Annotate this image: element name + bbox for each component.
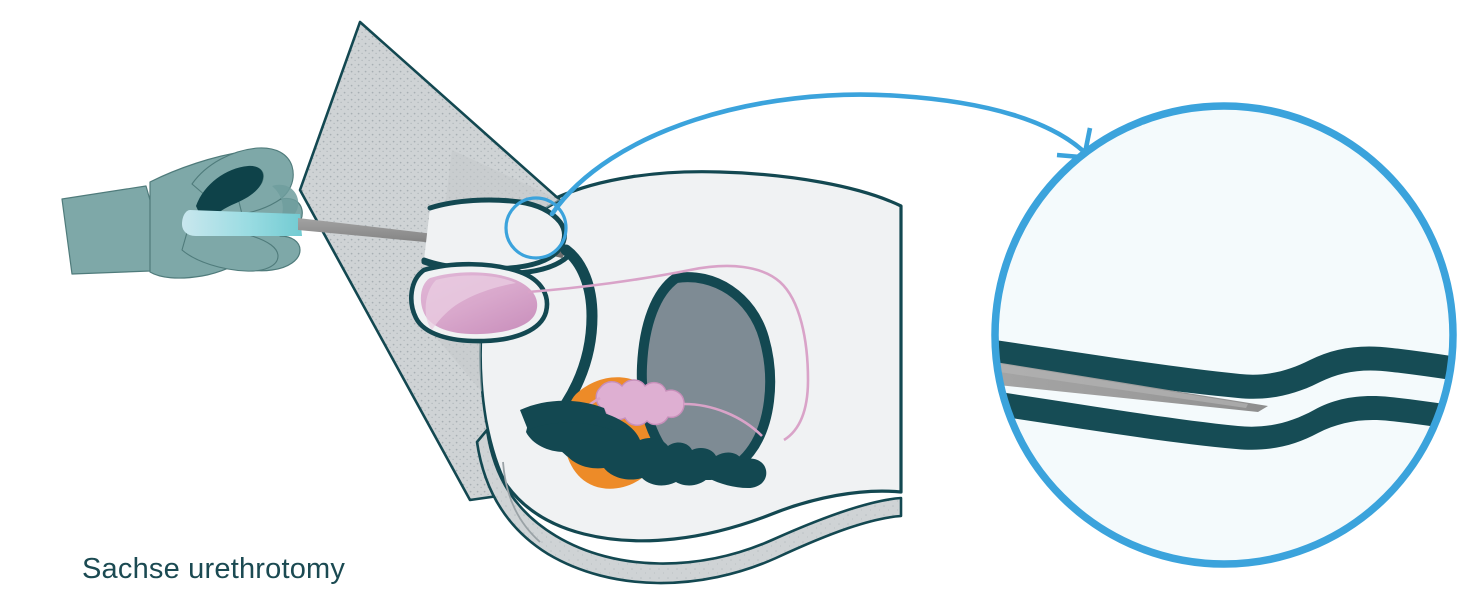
- vas-to-vesicle: [683, 402, 763, 437]
- rectum: [526, 407, 767, 488]
- vas-deferens: [527, 264, 810, 442]
- instrument-handle: [182, 210, 302, 236]
- figure-caption: Sachse urethrotomy: [82, 553, 345, 585]
- inset-content: [995, 335, 1453, 450]
- inset-border: [991, 102, 1457, 568]
- inset-urethra-lower-wall: [995, 386, 1453, 450]
- inset-blade-highlight: [995, 356, 1248, 408]
- rectum-upper: [520, 400, 612, 430]
- arrow-curve: [549, 92, 1085, 217]
- inset-urethra-upper-wall: [995, 335, 1453, 399]
- anatomy-group: [409, 197, 810, 489]
- inset-background: [995, 106, 1453, 564]
- penis-outline: [421, 197, 567, 272]
- glans-highlight: [425, 275, 516, 330]
- magnified-inset: [991, 102, 1457, 568]
- drape-fold-crease: [502, 461, 541, 543]
- drape-lower-fold: [475, 428, 903, 585]
- stricture-site-marker: [504, 196, 568, 260]
